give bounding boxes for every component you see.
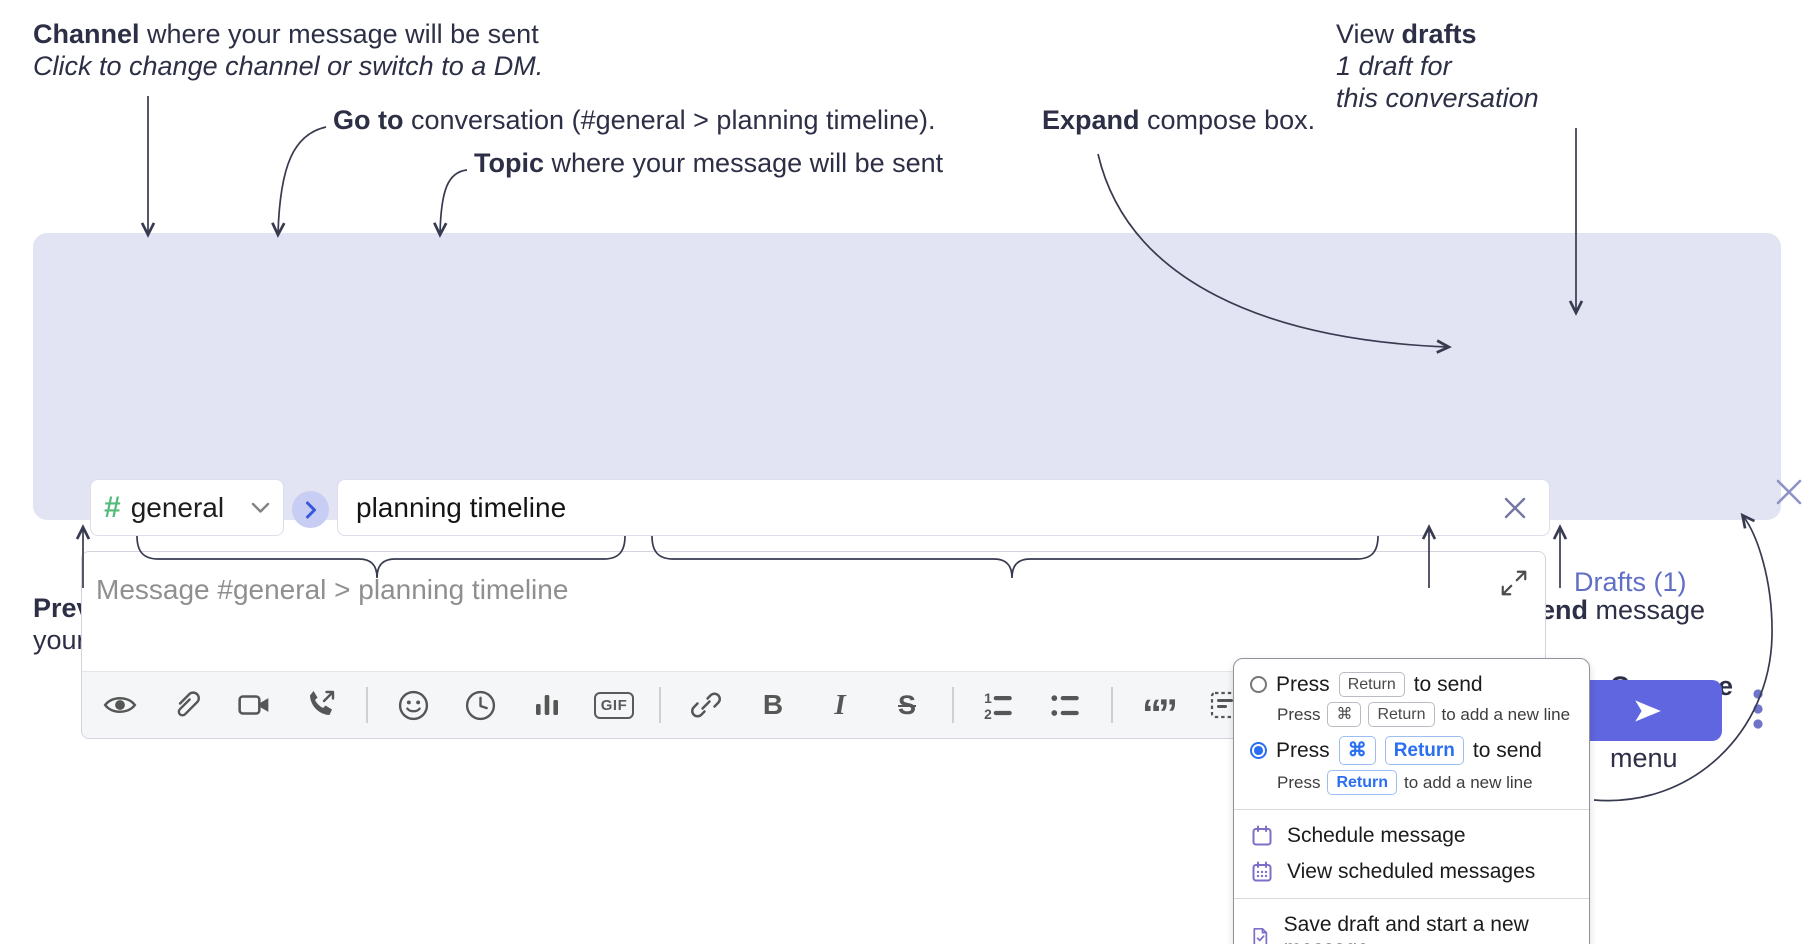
italic-icon[interactable]: I: [834, 688, 846, 721]
kbd-return: Return: [1338, 672, 1405, 697]
add-gif-icon[interactable]: GIF: [592, 683, 636, 727]
annotation-view-drafts: View drafts 1 draft for this conversatio…: [1336, 19, 1539, 113]
annotation-channel: Channel where your message will be sent …: [33, 19, 544, 81]
attach-file-icon[interactable]: [165, 683, 209, 727]
compose-box: # general Drafts (1): [33, 233, 1802, 741]
compose-options-menu: Press Return to send Press ⌘ Return to a…: [1233, 658, 1590, 944]
bold-icon[interactable]: B: [762, 689, 784, 720]
calendar-icon: [1252, 825, 1272, 846]
message-area: [82, 552, 1545, 674]
radio-selected[interactable]: [1250, 742, 1267, 759]
kbd-cmd: ⌘: [1338, 736, 1376, 765]
annotation-send: Send message: [1522, 595, 1706, 625]
topic-input-box: [337, 479, 1550, 536]
video-call-icon[interactable]: [232, 683, 276, 727]
menu-divider: [1234, 898, 1589, 899]
add-global-time-icon[interactable]: [458, 683, 502, 727]
drafts-link[interactable]: Drafts (1): [1574, 567, 1687, 597]
send-button[interactable]: [1574, 680, 1722, 741]
line-goto: [271, 126, 327, 238]
channel-hash-icon: #: [104, 490, 121, 524]
channel-selector[interactable]: # general: [90, 479, 284, 536]
send-option-enter[interactable]: Press Return to send Press ⌘ Return to a…: [1234, 669, 1589, 733]
bulleted-list-icon[interactable]: [1044, 683, 1088, 727]
calendar-grid-icon: [1252, 861, 1272, 882]
annotation-goto: Go to conversation (#general > planning …: [333, 105, 936, 135]
menu-divider: [1234, 809, 1589, 810]
line-topic: [433, 169, 468, 238]
channel-name: general: [130, 491, 225, 523]
kbd-return: Return: [1327, 770, 1398, 795]
toolbar-divider: [366, 687, 368, 723]
topic-input[interactable]: [338, 491, 1493, 524]
vertical-dots-icon: [1753, 689, 1763, 729]
radio-unselected[interactable]: [1250, 676, 1267, 693]
message-input[interactable]: [82, 552, 1476, 674]
send-option-cmd-enter[interactable]: Press ⌘ Return to send Press Return to a…: [1234, 733, 1589, 801]
svg-text:2: 2: [984, 706, 992, 722]
chevron-right-icon: [305, 501, 316, 518]
kbd-cmd: ⌘: [1327, 702, 1362, 727]
add-poll-icon[interactable]: [525, 683, 569, 727]
link-icon[interactable]: [684, 683, 728, 727]
expand-compose-icon[interactable]: [1499, 568, 1529, 598]
kbd-return: Return: [1368, 702, 1435, 727]
menu-item-schedule-message[interactable]: Schedule message: [1234, 818, 1589, 854]
menu-item-view-scheduled-messages[interactable]: View scheduled messages: [1234, 854, 1589, 890]
svg-text:1: 1: [984, 690, 992, 706]
menu-item-save-draft[interactable]: Save draft and start a new message: [1234, 907, 1589, 944]
toolbar-divider: [952, 687, 954, 723]
add-emoji-icon[interactable]: [391, 683, 435, 727]
audio-call-icon[interactable]: [299, 683, 343, 727]
compose-options-menu-button[interactable]: [1744, 686, 1772, 732]
toolbar-divider: [659, 687, 661, 723]
chevron-down-icon: [251, 502, 270, 514]
annotation-expand: Expand compose box.: [1042, 105, 1316, 135]
kbd-return: Return: [1384, 736, 1464, 765]
toolbar-divider: [1111, 687, 1113, 723]
close-compose-icon[interactable]: [1773, 476, 1805, 508]
go-to-conversation-button[interactable]: [292, 491, 329, 528]
annotation-topic: Topic where your message will be sent: [474, 148, 944, 178]
send-plane-icon: [1635, 699, 1661, 722]
strikethrough-icon[interactable]: S: [897, 689, 916, 720]
draft-check-icon: [1253, 927, 1268, 944]
quote-icon[interactable]: “”: [1142, 692, 1178, 736]
clear-topic-icon[interactable]: [1493, 486, 1537, 530]
preview-icon[interactable]: [98, 683, 142, 727]
